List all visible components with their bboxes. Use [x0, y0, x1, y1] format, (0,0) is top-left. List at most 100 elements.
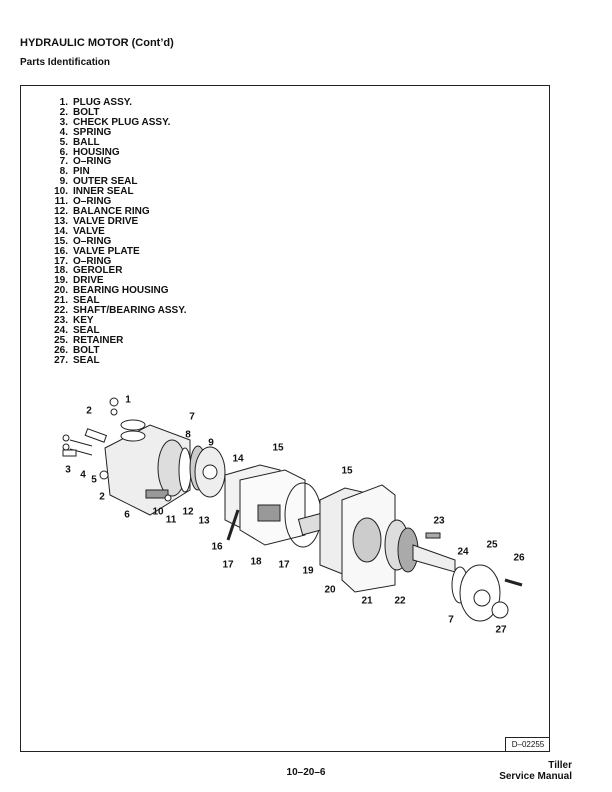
part-name: BOLT — [73, 344, 100, 356]
parts-list-item: 23. KEY — [46, 314, 187, 326]
part-name: RETAINER — [73, 334, 124, 346]
part-name: BALL — [73, 136, 100, 148]
parts-list-item: 8. PIN — [46, 167, 187, 177]
parts-list-item: 25. RETAINER — [46, 334, 187, 346]
part-name: SPRING — [73, 126, 112, 138]
callout-label: 11 — [165, 514, 177, 526]
part-number: 9. — [59, 176, 68, 188]
parts-list-item: 9. OUTER SEAL — [46, 177, 187, 187]
part-number: 19. — [54, 275, 68, 287]
callout-label: 7 — [448, 614, 454, 626]
part-number: 2. — [59, 106, 68, 118]
part-number: 8. — [59, 166, 68, 178]
callout-label: 24 — [457, 546, 469, 558]
parts-list-item: 27.SEAL — [46, 354, 187, 366]
section-title: HYDRAULIC MOTOR (Cont’d) — [20, 37, 174, 49]
part-name: SHAFT/BEARING ASSY. — [73, 305, 187, 317]
part-number: 26. — [54, 344, 68, 356]
part-name: VALVE PLATE — [73, 245, 140, 257]
part-name: CHECK PLUG ASSY. — [73, 116, 171, 128]
part-name: KEY — [73, 314, 94, 326]
part-number: 27. — [54, 354, 68, 366]
parts-list-item: 3.CHECK PLUG ASSY. — [46, 116, 187, 128]
parts-list-item: 6. HOUSING — [46, 146, 187, 158]
callout-label: 23 — [433, 515, 445, 527]
callout-label: 7 — [189, 411, 195, 423]
part-name: O–RING — [73, 196, 112, 208]
parts-list-item: 10.INNER SEAL — [46, 187, 187, 197]
parts-list-item: 12. BALANCE RING — [46, 207, 187, 217]
callout-label: 15 — [341, 465, 353, 477]
parts-list-item: 24.SEAL — [46, 324, 187, 336]
part-number: 16. — [54, 245, 68, 257]
parts-list-item: 4.SPRING — [46, 126, 187, 138]
part-name: PLUG ASSY. — [73, 97, 133, 108]
callout-label: 17 — [278, 559, 290, 571]
callout-label: 4 — [80, 469, 86, 481]
callout-label: 26 — [513, 552, 525, 564]
parts-list-item: 22. SHAFT/BEARING ASSY. — [46, 305, 187, 317]
callout-label: 8 — [185, 429, 191, 441]
part-name: VALVE — [73, 225, 105, 237]
part-name: DRIVE — [73, 275, 104, 287]
parts-list-item: 13.VALVE DRIVE — [46, 215, 187, 227]
parts-list-item: 11. O–RING — [46, 197, 187, 207]
callout-label: 22 — [394, 595, 406, 607]
figure-id: D–02255 — [505, 737, 550, 752]
parts-list-item: 16. VALVE PLATE — [46, 245, 187, 257]
part-number: 11. — [54, 196, 68, 208]
callout-label: 20 — [324, 584, 336, 596]
parts-list-item: 2. BOLT — [46, 106, 187, 118]
part-name: OUTER SEAL — [73, 176, 138, 188]
part-number: 6. — [59, 146, 68, 158]
callout-label: 25 — [486, 539, 498, 551]
part-number: 7. — [59, 156, 68, 168]
part-number: 1. — [59, 97, 68, 108]
part-name: BOLT — [73, 106, 100, 118]
part-number: 13. — [54, 215, 68, 227]
callout-label: 12 — [182, 506, 194, 518]
parts-list-item: 18. GEROLER — [46, 266, 187, 276]
callout-label: 21 — [361, 595, 373, 607]
footer-line2: Service Manual — [499, 771, 572, 782]
part-number: 22. — [54, 305, 68, 317]
callout-label: 18 — [250, 556, 262, 568]
part-name: BALANCE RING — [73, 205, 150, 217]
callout-label: 17 — [222, 559, 234, 571]
callout-label: 3 — [65, 464, 71, 476]
parts-list-item: 20.BEARING HOUSING — [46, 286, 187, 296]
figure-frame — [20, 85, 550, 752]
part-number: 5. — [59, 136, 68, 148]
callout-label: 16 — [211, 541, 223, 553]
footer-line1: Tiller — [548, 760, 572, 771]
part-number: 21. — [54, 295, 68, 307]
section-subtitle: Parts Identification — [20, 57, 111, 68]
part-name: O–RING — [73, 255, 112, 267]
callout-label: 10 — [152, 506, 164, 518]
part-number: 18. — [54, 265, 68, 277]
part-number: 14. — [54, 225, 68, 237]
part-number: 24. — [54, 324, 68, 336]
part-number: 10. — [54, 186, 68, 198]
part-number: 23. — [54, 314, 68, 326]
part-name: PIN — [73, 166, 90, 178]
parts-list-item: 14. VALVE — [46, 225, 187, 237]
part-number: 15. — [54, 235, 68, 247]
part-number: 12. — [54, 205, 68, 217]
callout-label: 14 — [232, 453, 244, 465]
callout-label: 2 — [99, 491, 105, 503]
page-number: 10–20–6 — [286, 767, 326, 778]
part-number: 20. — [54, 285, 68, 297]
parts-list-item: 1. PLUG ASSY. — [46, 98, 187, 108]
part-name: GEROLER — [73, 265, 123, 277]
part-name: SEAL — [73, 295, 100, 307]
parts-list-item: 5. BALL — [46, 136, 187, 148]
parts-list-item: 15.O–RING — [46, 235, 187, 247]
callout-label: 2 — [86, 405, 92, 417]
footer-title: Tiller Service Manual — [499, 760, 572, 782]
part-name: O–RING — [73, 156, 112, 168]
part-number: 25. — [54, 334, 68, 346]
part-name: HOUSING — [73, 146, 120, 158]
